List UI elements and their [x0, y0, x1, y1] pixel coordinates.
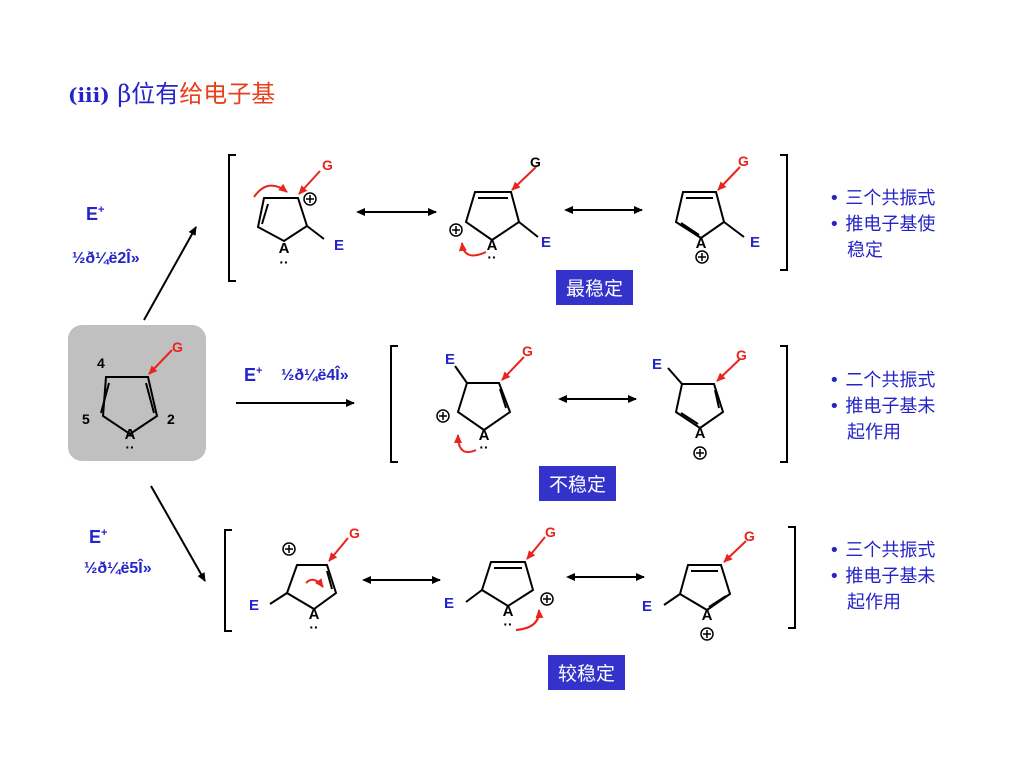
route-arrow-upper [143, 226, 197, 321]
position-5: 5 [82, 411, 90, 427]
bracket-left [228, 154, 236, 282]
slide-title: (iii) β位有给电子基 [68, 74, 275, 109]
svg-text:E: E [445, 351, 455, 368]
site-label-1: ½ð¼ë2Î» [72, 250, 140, 267]
notes-1: • 三个共振式 • 推电子基使 稳定 [829, 188, 936, 261]
reagent-label-2: E+ [244, 365, 263, 385]
row1-structure-3 [674, 166, 745, 264]
row3-resonance [224, 526, 796, 641]
svg-text:G: G [349, 525, 360, 541]
row3-structure-1 [269, 537, 349, 611]
svg-text:A: A [309, 606, 320, 623]
svg-text:A: A [695, 425, 706, 442]
lone-pairs: ·· ·· ·· ·· ·· [279, 249, 512, 635]
reagent-label-1: E+ [86, 204, 105, 224]
stability-badge-3: 较稳定 [548, 655, 626, 690]
svg-text:E: E [334, 237, 344, 254]
svg-text:··: ·· [487, 249, 496, 265]
bracket-left [390, 345, 398, 463]
heteroatom-labels: A A A A A A A A [279, 235, 713, 624]
row1-resonance [228, 154, 788, 282]
row2-resonance [390, 345, 788, 463]
svg-text:E: E [541, 234, 551, 251]
position-4: 4 [97, 355, 105, 371]
title-highlight: 给电子基 [179, 80, 276, 108]
title-text: 位有 [131, 80, 180, 108]
svg-text:A: A [479, 427, 490, 444]
starting-heterocycle: G A ·· 4 5 2 [68, 325, 206, 461]
route-arrow-lower [150, 485, 206, 582]
svg-text:A: A [279, 240, 290, 257]
reagent-label-3: E+ [89, 527, 108, 547]
svg-text:··: ·· [503, 616, 512, 632]
notes-3: • 三个共振式 • 推电子基未 起作用 [829, 540, 936, 613]
position-2: 2 [167, 411, 175, 427]
heteroatom-label: A [125, 426, 136, 443]
row3-structure-2 [465, 536, 554, 631]
row1-structure-2 [449, 166, 539, 257]
row1-structure-1 [253, 170, 325, 243]
svg-text:A: A [696, 235, 707, 252]
svg-text:A: A [702, 607, 713, 624]
svg-text:G: G [744, 528, 755, 544]
stability-badge-2: 不稳定 [539, 466, 617, 501]
group-label-black: G [530, 154, 541, 170]
bracket-right [788, 526, 796, 629]
svg-text:E: E [750, 234, 760, 251]
svg-text:E: E [444, 595, 454, 612]
svg-text:A: A [487, 237, 498, 254]
svg-text:··: ·· [309, 619, 318, 635]
group-label: G [172, 339, 183, 355]
electrophile-labels: E E E E E E E E [249, 234, 760, 615]
row2-structure-2 [667, 358, 741, 460]
svg-text:G: G [322, 157, 333, 173]
stability-badge-1: 最稳定 [556, 270, 634, 305]
svg-text:E: E [249, 597, 259, 614]
site-label-2: ½ð¼ë4Î» [281, 367, 349, 384]
notes-2: • 二个共振式 • 推电子基未 起作用 [829, 370, 936, 443]
bracket-right [780, 345, 788, 463]
svg-text:E: E [652, 356, 662, 373]
lone-pair: ·· [125, 439, 134, 455]
svg-text:··: ·· [479, 439, 488, 455]
svg-text:G: G [736, 347, 747, 363]
svg-text:A: A [503, 603, 514, 620]
svg-text:G: G [522, 343, 533, 359]
svg-text:G: G [545, 524, 556, 540]
svg-text:E: E [642, 598, 652, 615]
bracket-left [224, 529, 232, 632]
title-beta: β [117, 80, 132, 108]
title-prefix: (iii) [68, 83, 110, 107]
group-labels: G G G G G G G [322, 153, 755, 544]
svg-text:··: ·· [279, 254, 288, 270]
row2-structure-1 [436, 356, 525, 454]
site-label-3: ½ð¼ë5Î» [84, 560, 152, 577]
svg-text:G: G [738, 153, 749, 169]
row3-structure-3 [663, 540, 747, 641]
bracket-right [780, 154, 788, 271]
